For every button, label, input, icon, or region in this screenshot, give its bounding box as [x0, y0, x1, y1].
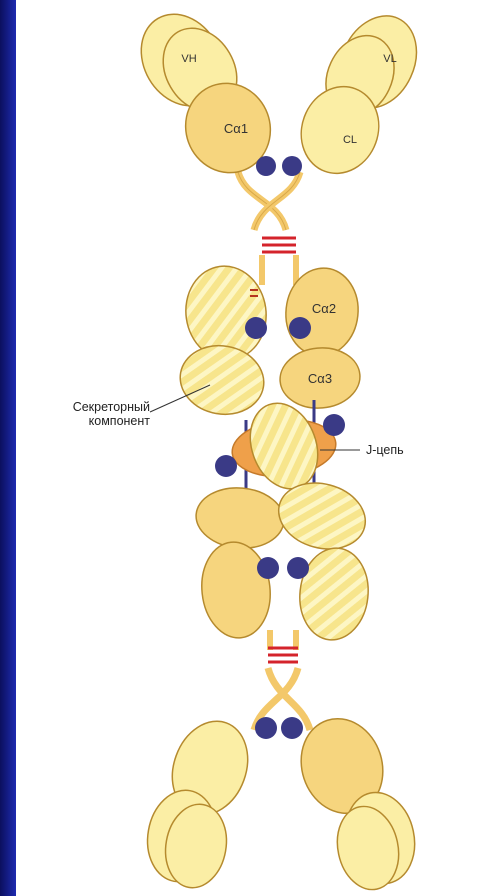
disulfide-bridge-top — [262, 238, 296, 252]
carbohydrate-dot — [256, 156, 276, 176]
disulfide-bridge-bottom — [268, 648, 298, 662]
label-ca3: Cα3 — [308, 371, 332, 386]
bottom-right-fab-arm — [289, 708, 423, 895]
carbohydrate-dot — [245, 317, 267, 339]
lower-fc-region — [194, 474, 373, 644]
label-vl: VL — [383, 53, 396, 65]
label-cl: CL — [343, 134, 357, 146]
top-right-fab-arm — [254, 3, 431, 230]
carbohydrate-dot — [287, 557, 309, 579]
label-ca1: Cα1 — [224, 121, 248, 136]
secretory-component-line2: компонент — [38, 414, 150, 428]
carbohydrate-dot — [323, 414, 345, 436]
j-chain-label: J-цепь — [366, 443, 404, 457]
label-ca2: Cα2 — [312, 301, 336, 316]
bottom-left-fab-arm — [141, 711, 261, 893]
carbohydrate-dot — [289, 317, 311, 339]
secretory-component-label: Секреторный компонент — [38, 400, 150, 428]
carbohydrate-dot — [255, 717, 277, 739]
carbohydrate-dot — [257, 557, 279, 579]
secretory-component-line1: Секреторный — [38, 400, 150, 414]
ca3-domain-left-striped — [175, 339, 270, 421]
upper-fc-region — [175, 261, 363, 421]
carbohydrate-dot — [215, 455, 237, 477]
top-left-fab-arm — [125, 0, 286, 230]
carbohydrate-dot — [282, 156, 302, 176]
label-vh: VH — [181, 53, 196, 65]
carbohydrate-dot — [281, 717, 303, 739]
